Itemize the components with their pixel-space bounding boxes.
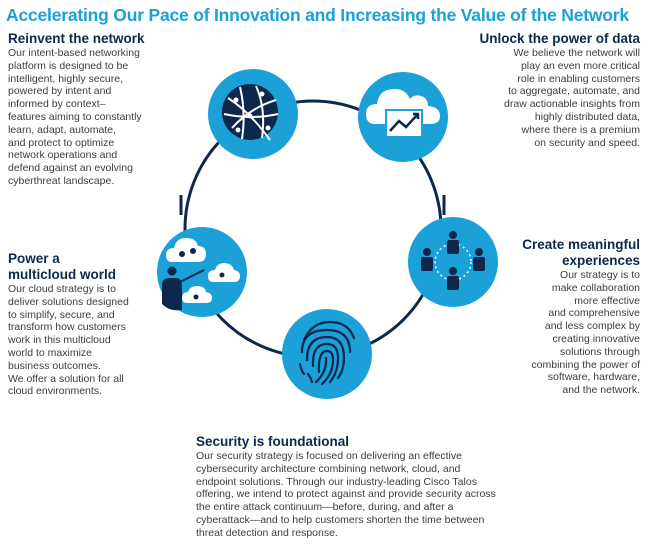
security-body: Our security strategy is focused on deli… [196, 450, 496, 539]
unlock-body: We believe the network will play an even… [504, 47, 640, 149]
power-body: Our cloud strategy is to deliver solutio… [8, 283, 129, 398]
unlock-heading: Unlock the power of data [479, 31, 640, 46]
reinvent-heading: Reinvent the network [8, 31, 145, 46]
security-heading: Security is foundational [196, 434, 350, 449]
collaboration-icon [408, 217, 498, 307]
unlock-data-block: Unlock the power of data We believe the … [450, 31, 640, 149]
create-body: Our strategy is to make collaboration mo… [531, 269, 640, 397]
cloud-chart-icon [358, 72, 448, 162]
page-title: Accelerating Our Pace of Innovation and … [6, 5, 629, 25]
security-block: Security is foundational Our security st… [196, 434, 496, 540]
power-heading: Power a multicloud world [8, 251, 116, 282]
reinvent-body: Our intent-based networking platform is … [8, 47, 142, 187]
power-multicloud-block: Power a multicloud world Our cloud strat… [8, 251, 158, 398]
fingerprint-icon [282, 309, 372, 399]
globe-icon [208, 69, 298, 159]
create-heading: Create meaningful experiences [522, 237, 640, 268]
multicloud-icon [157, 227, 247, 317]
reinvent-network-block: Reinvent the network Our intent-based ne… [8, 31, 188, 188]
create-experiences-block: Create meaningful experiences Our strate… [490, 237, 640, 397]
